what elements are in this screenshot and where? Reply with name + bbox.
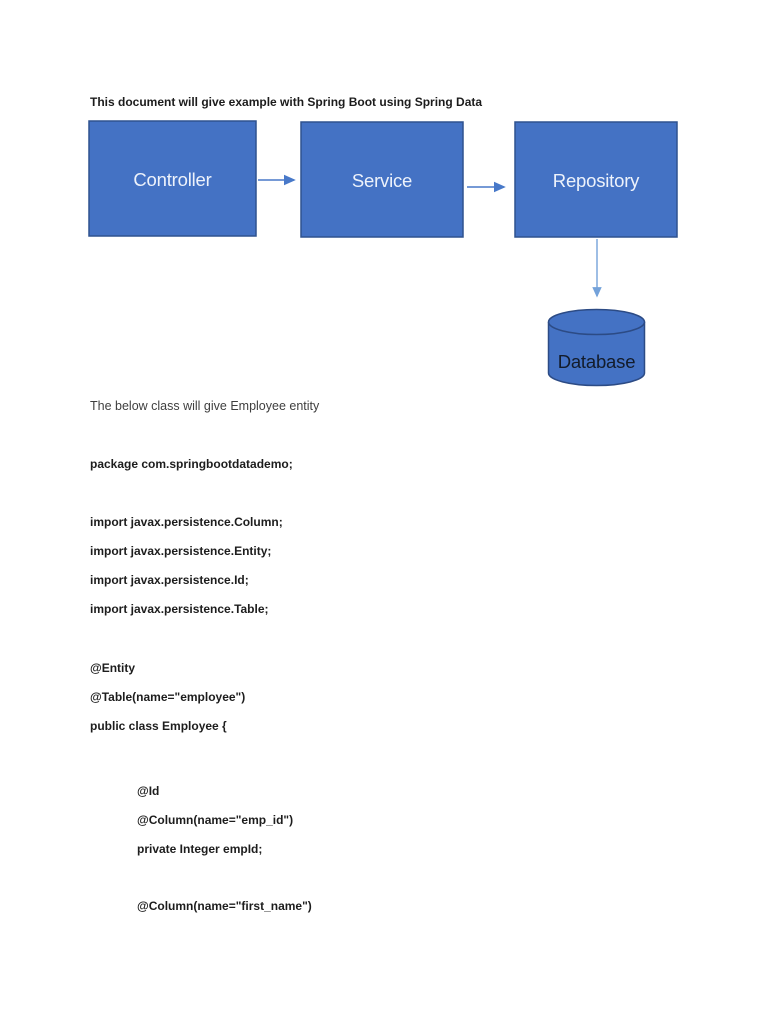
code-line-table-annotation: @Table(name="employee") [90,690,246,704]
repository-box [514,121,678,238]
intro-text: The below class will give Employee entit… [90,399,320,413]
database-label: Database [558,351,636,372]
document-heading: This document will give example with Spr… [90,95,483,109]
controller-label: Controller [133,169,211,190]
code-line-import-id: import javax.persistence.Id; [90,573,249,587]
repository-label: Repository [553,170,640,191]
database-cylinder-icon [547,308,646,387]
code-line-id-annotation: @Id [137,784,160,798]
controller-box [88,120,257,237]
service-box [300,121,464,238]
code-line-import-entity: import javax.persistence.Entity; [90,544,272,558]
code-line-empid-field: private Integer empId; [137,842,263,856]
code-line-class-declaration: public class Employee { [90,719,227,733]
code-line-import-table: import javax.persistence.Table; [90,602,269,616]
code-line-entity-annotation: @Entity [90,661,136,675]
service-label: Service [352,170,412,191]
code-line-column-emp-id: @Column(name="emp_id") [137,813,294,827]
code-line-column-first-name: @Column(name="first_name") [137,899,312,913]
code-line-package: package com.springbootdatademo; [90,457,293,471]
code-line-import-column: import javax.persistence.Column; [90,515,283,529]
